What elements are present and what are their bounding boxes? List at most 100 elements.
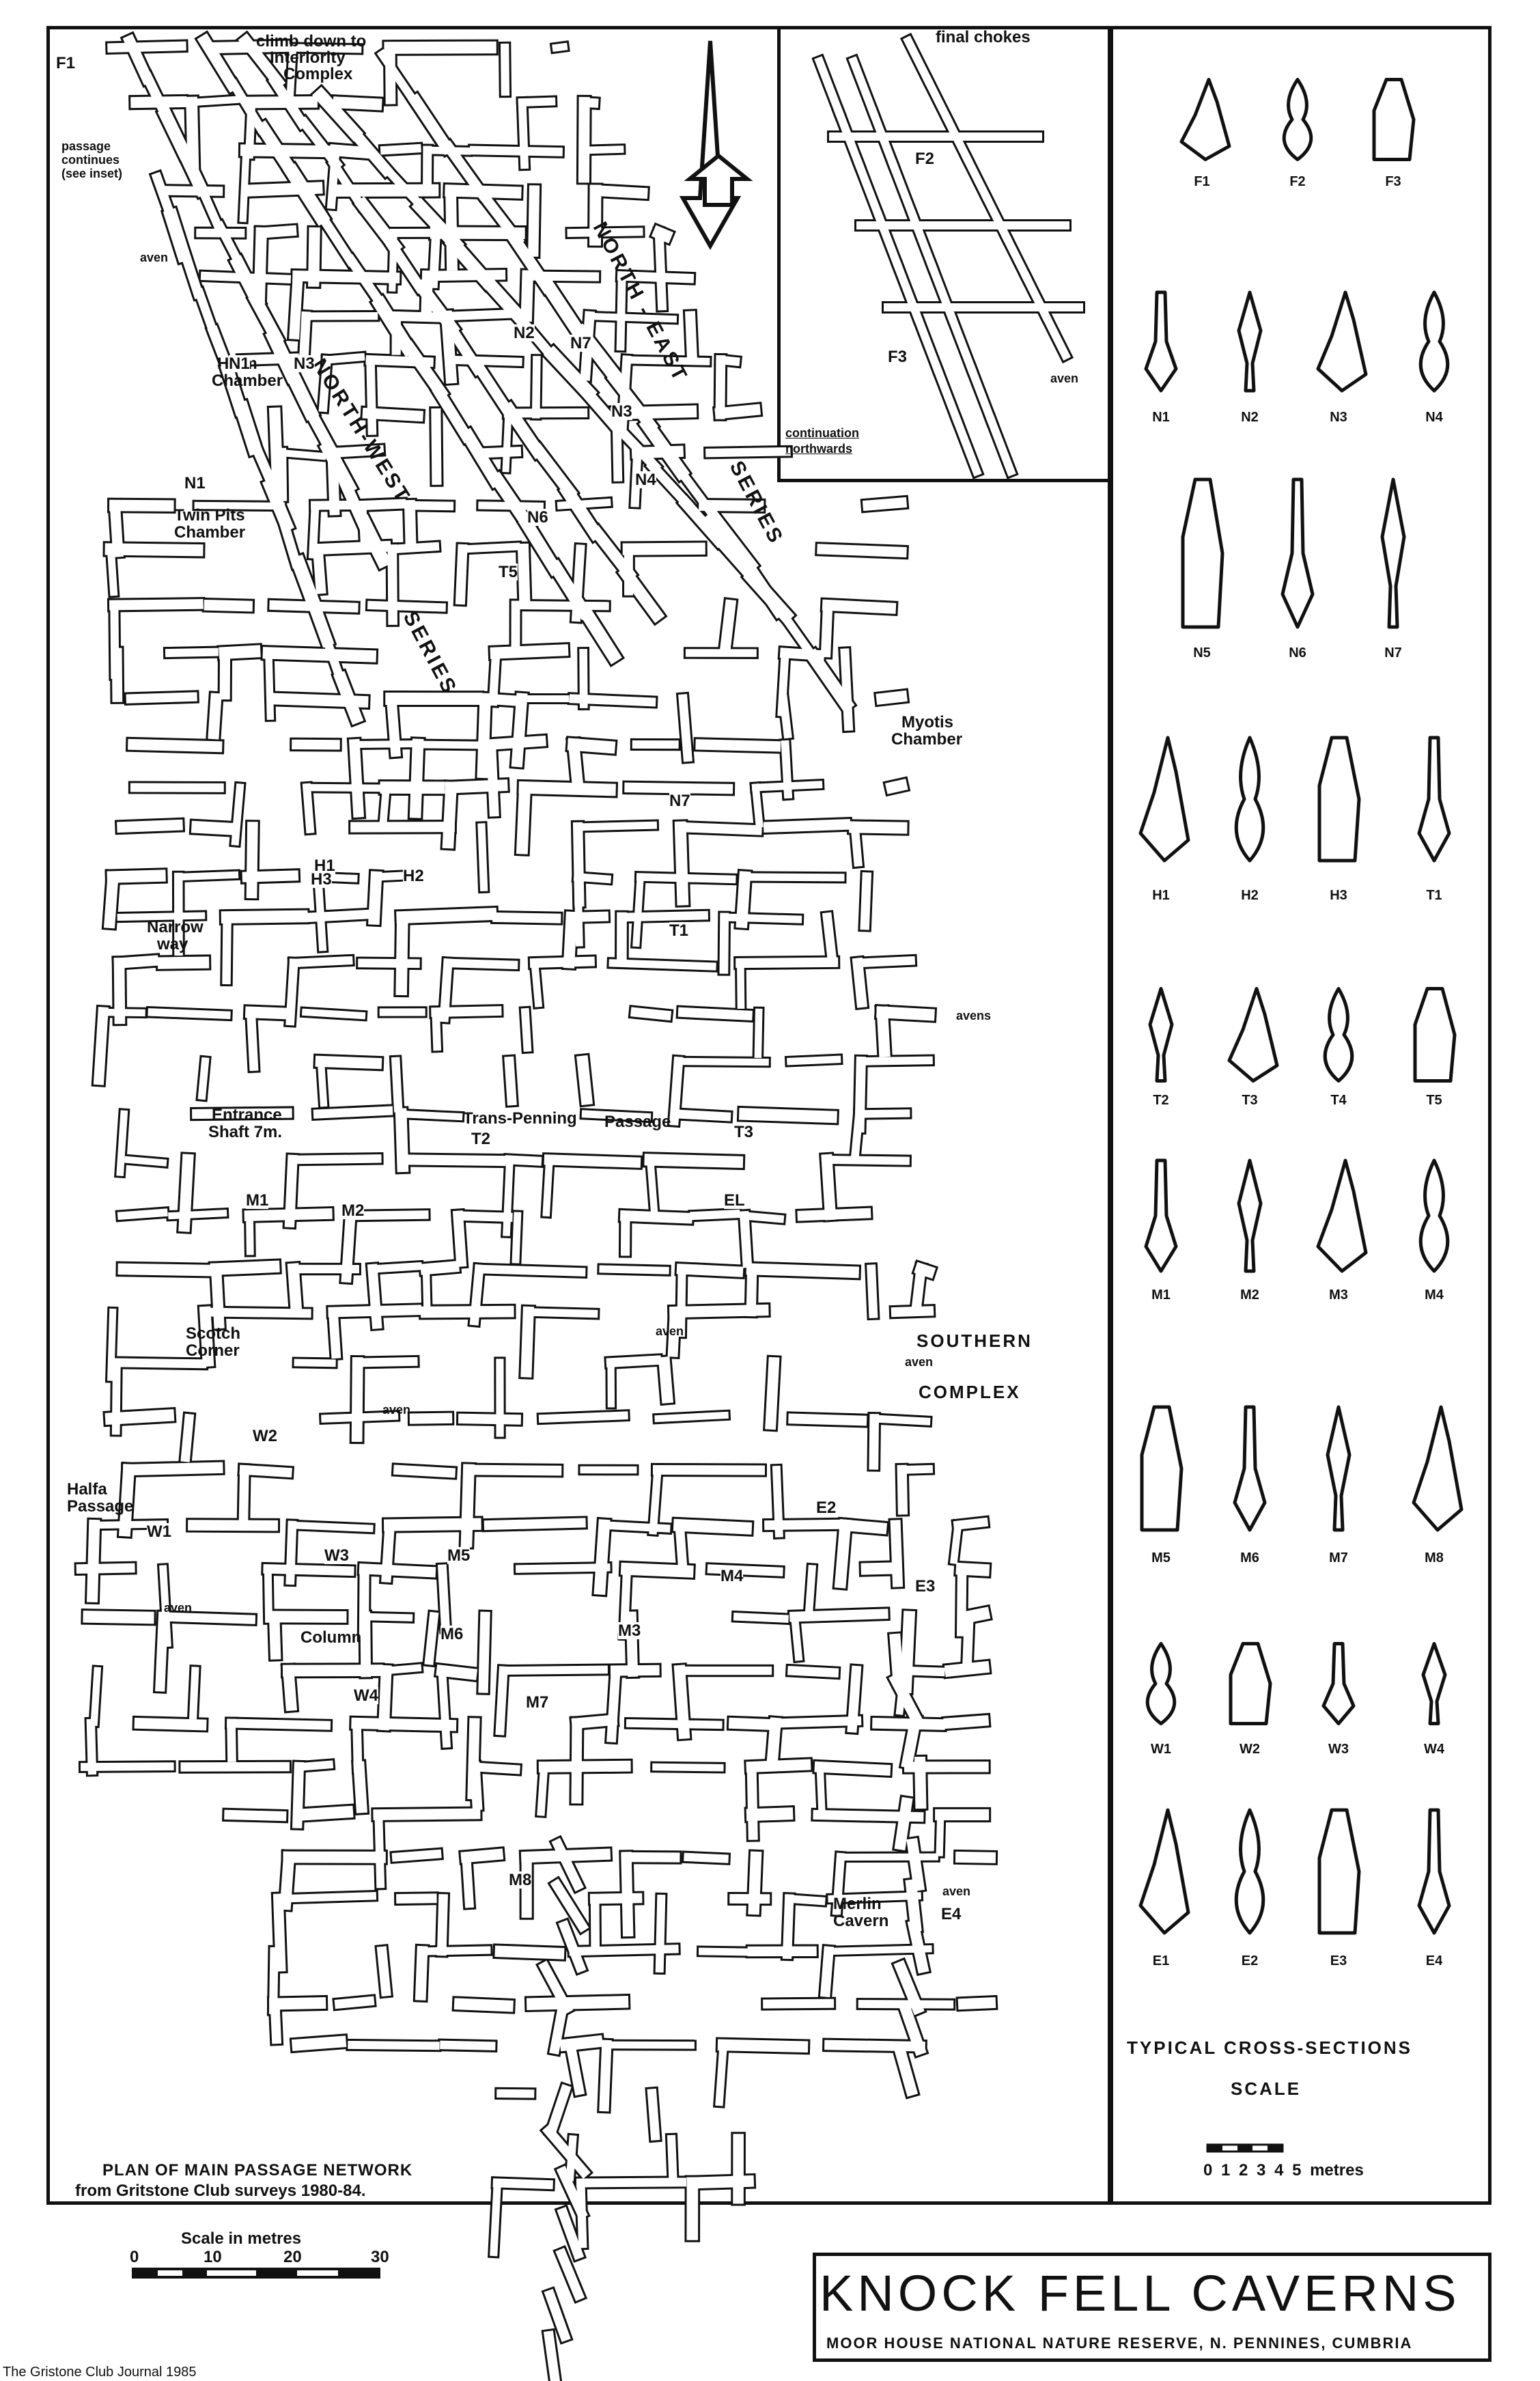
station-label: M7: [526, 1693, 549, 1712]
station-label: W2: [253, 1427, 277, 1445]
label-narrow-2: way: [157, 935, 188, 953]
station-label: M3: [618, 1621, 641, 1640]
cross-section-e1: [1138, 1808, 1190, 1935]
station-label: F3: [888, 348, 908, 366]
plan-scale-tick-20: 20: [283, 2248, 302, 2266]
cross-section-e3: [1317, 1808, 1361, 1935]
cross-section-label: N5: [1193, 645, 1211, 660]
label-aven-1: aven: [140, 251, 169, 264]
label-passage-continues-1: passage: [61, 139, 111, 153]
station-label: N3: [611, 402, 632, 421]
station-label: EL: [724, 1191, 745, 1210]
cross-section-m8: [1412, 1405, 1464, 1532]
station-label: M8: [509, 1871, 532, 1889]
cross-section-label: E3: [1330, 1953, 1347, 1968]
station-label: W3: [324, 1546, 349, 1565]
label-twin-pits-1: Twin Pits: [174, 506, 245, 525]
cross-section-w3: [1321, 1642, 1356, 1725]
label-passage: Passage: [604, 1113, 671, 1131]
cross-section-label: F1: [1194, 174, 1210, 189]
cross-sections-frame: [1108, 26, 1492, 2205]
station-label: N7: [669, 792, 690, 810]
cross-section-f3: [1372, 78, 1416, 161]
cross-section-label: M1: [1151, 1287, 1171, 1303]
station-label: E4: [941, 1905, 962, 1923]
cross-section-label: N4: [1425, 410, 1443, 425]
cross-section-label: E2: [1241, 1953, 1259, 1968]
cross-section-n1: [1144, 290, 1178, 393]
label-twin-pits-2: Chamber: [174, 523, 246, 542]
label-passage-continues-2: continues: [61, 153, 120, 167]
cross-section-label: N1: [1152, 410, 1170, 425]
station-label: M5: [447, 1546, 471, 1565]
cross-section-label: F2: [1289, 174, 1306, 189]
label-entrance-2: Shaft 7m.: [208, 1123, 283, 1141]
cross-section-f2: [1282, 78, 1313, 161]
plan-scale-tick-30: 30: [371, 2248, 389, 2266]
station-label: T1: [669, 921, 689, 940]
plan-caption-1: PLAN OF MAIN PASSAGE NETWORK: [102, 2161, 413, 2180]
station-label: W4: [354, 1686, 378, 1705]
cross-section-n7: [1380, 477, 1406, 629]
cross-section-label: W4: [1424, 1742, 1444, 1757]
cross-section-label: E1: [1152, 1953, 1170, 1968]
label-helm-2: Chamber: [212, 372, 283, 390]
title-box: [813, 2253, 1492, 2362]
cross-section-label: M5: [1151, 1550, 1171, 1565]
cross-section-m5: [1140, 1405, 1184, 1532]
cross-section-w4: [1421, 1642, 1447, 1725]
cross-section-label: T2: [1153, 1093, 1169, 1108]
cross-section-label: N2: [1241, 410, 1259, 425]
cross-section-label: T4: [1330, 1093, 1347, 1108]
journal-credit: The Gristone Club Journal 1985: [3, 2365, 197, 2380]
station-label: N1: [184, 474, 206, 492]
cross-section-label: M3: [1329, 1287, 1348, 1303]
cross-section-m1: [1144, 1158, 1178, 1273]
station-label: H2: [403, 867, 424, 885]
station-label: M2: [341, 1201, 365, 1220]
station-label: E3: [915, 1577, 936, 1596]
label-entrance-1: Entrance: [212, 1106, 282, 1124]
label-myotis-2: Chamber: [891, 730, 963, 749]
cross-section-n2: [1237, 290, 1263, 393]
label-aven-4: aven: [382, 1403, 411, 1417]
label-avens: avens: [956, 1009, 992, 1022]
cross-section-t5: [1413, 987, 1457, 1083]
cross-section-label: M6: [1240, 1550, 1259, 1565]
label-scotch-2: Corner: [186, 1341, 240, 1360]
label-halfa-1: Halfa: [67, 1480, 107, 1499]
cross-section-e4: [1417, 1808, 1451, 1935]
cross-section-h2: [1234, 736, 1265, 863]
label-passage-continues-3: (see inset): [61, 167, 123, 180]
station-label: F2: [915, 150, 935, 168]
plan-scale-tick-0: 0: [130, 2248, 139, 2266]
map-title: KNOCK FELL CAVERNS: [820, 2265, 1461, 2322]
label-final-chokes: final chokes: [936, 28, 1031, 46]
label-complex-s: COMPLEX: [919, 1382, 1021, 1402]
cross-section-label: H2: [1241, 888, 1259, 903]
cross-section-label: F3: [1385, 174, 1401, 189]
cross-section-label: H1: [1152, 888, 1170, 903]
map-subtitle: MOOR HOUSE NATIONAL NATURE RESERVE, N. P…: [826, 2335, 1413, 2352]
station-label: M1: [246, 1191, 269, 1210]
cross-section-label: W2: [1240, 1742, 1260, 1757]
label-continuation-2: northwards: [785, 442, 853, 456]
label-southern: SOUTHERN: [916, 1331, 1033, 1351]
label-aven-3: aven: [905, 1355, 934, 1369]
label-halfa-2: Passage: [67, 1497, 134, 1516]
cross-section-m6: [1233, 1405, 1267, 1532]
cross-section-label: N3: [1330, 410, 1347, 425]
label-myotis-1: Myotis: [901, 713, 954, 732]
cross-section-label: N6: [1289, 645, 1306, 660]
station-label: M4: [720, 1567, 744, 1585]
label-aven-7: aven: [1050, 372, 1079, 385]
cross-section-w2: [1229, 1642, 1272, 1725]
cross-section-e2: [1234, 1808, 1265, 1935]
station-label: T3: [734, 1123, 754, 1141]
label-complex: Complex: [283, 65, 353, 83]
